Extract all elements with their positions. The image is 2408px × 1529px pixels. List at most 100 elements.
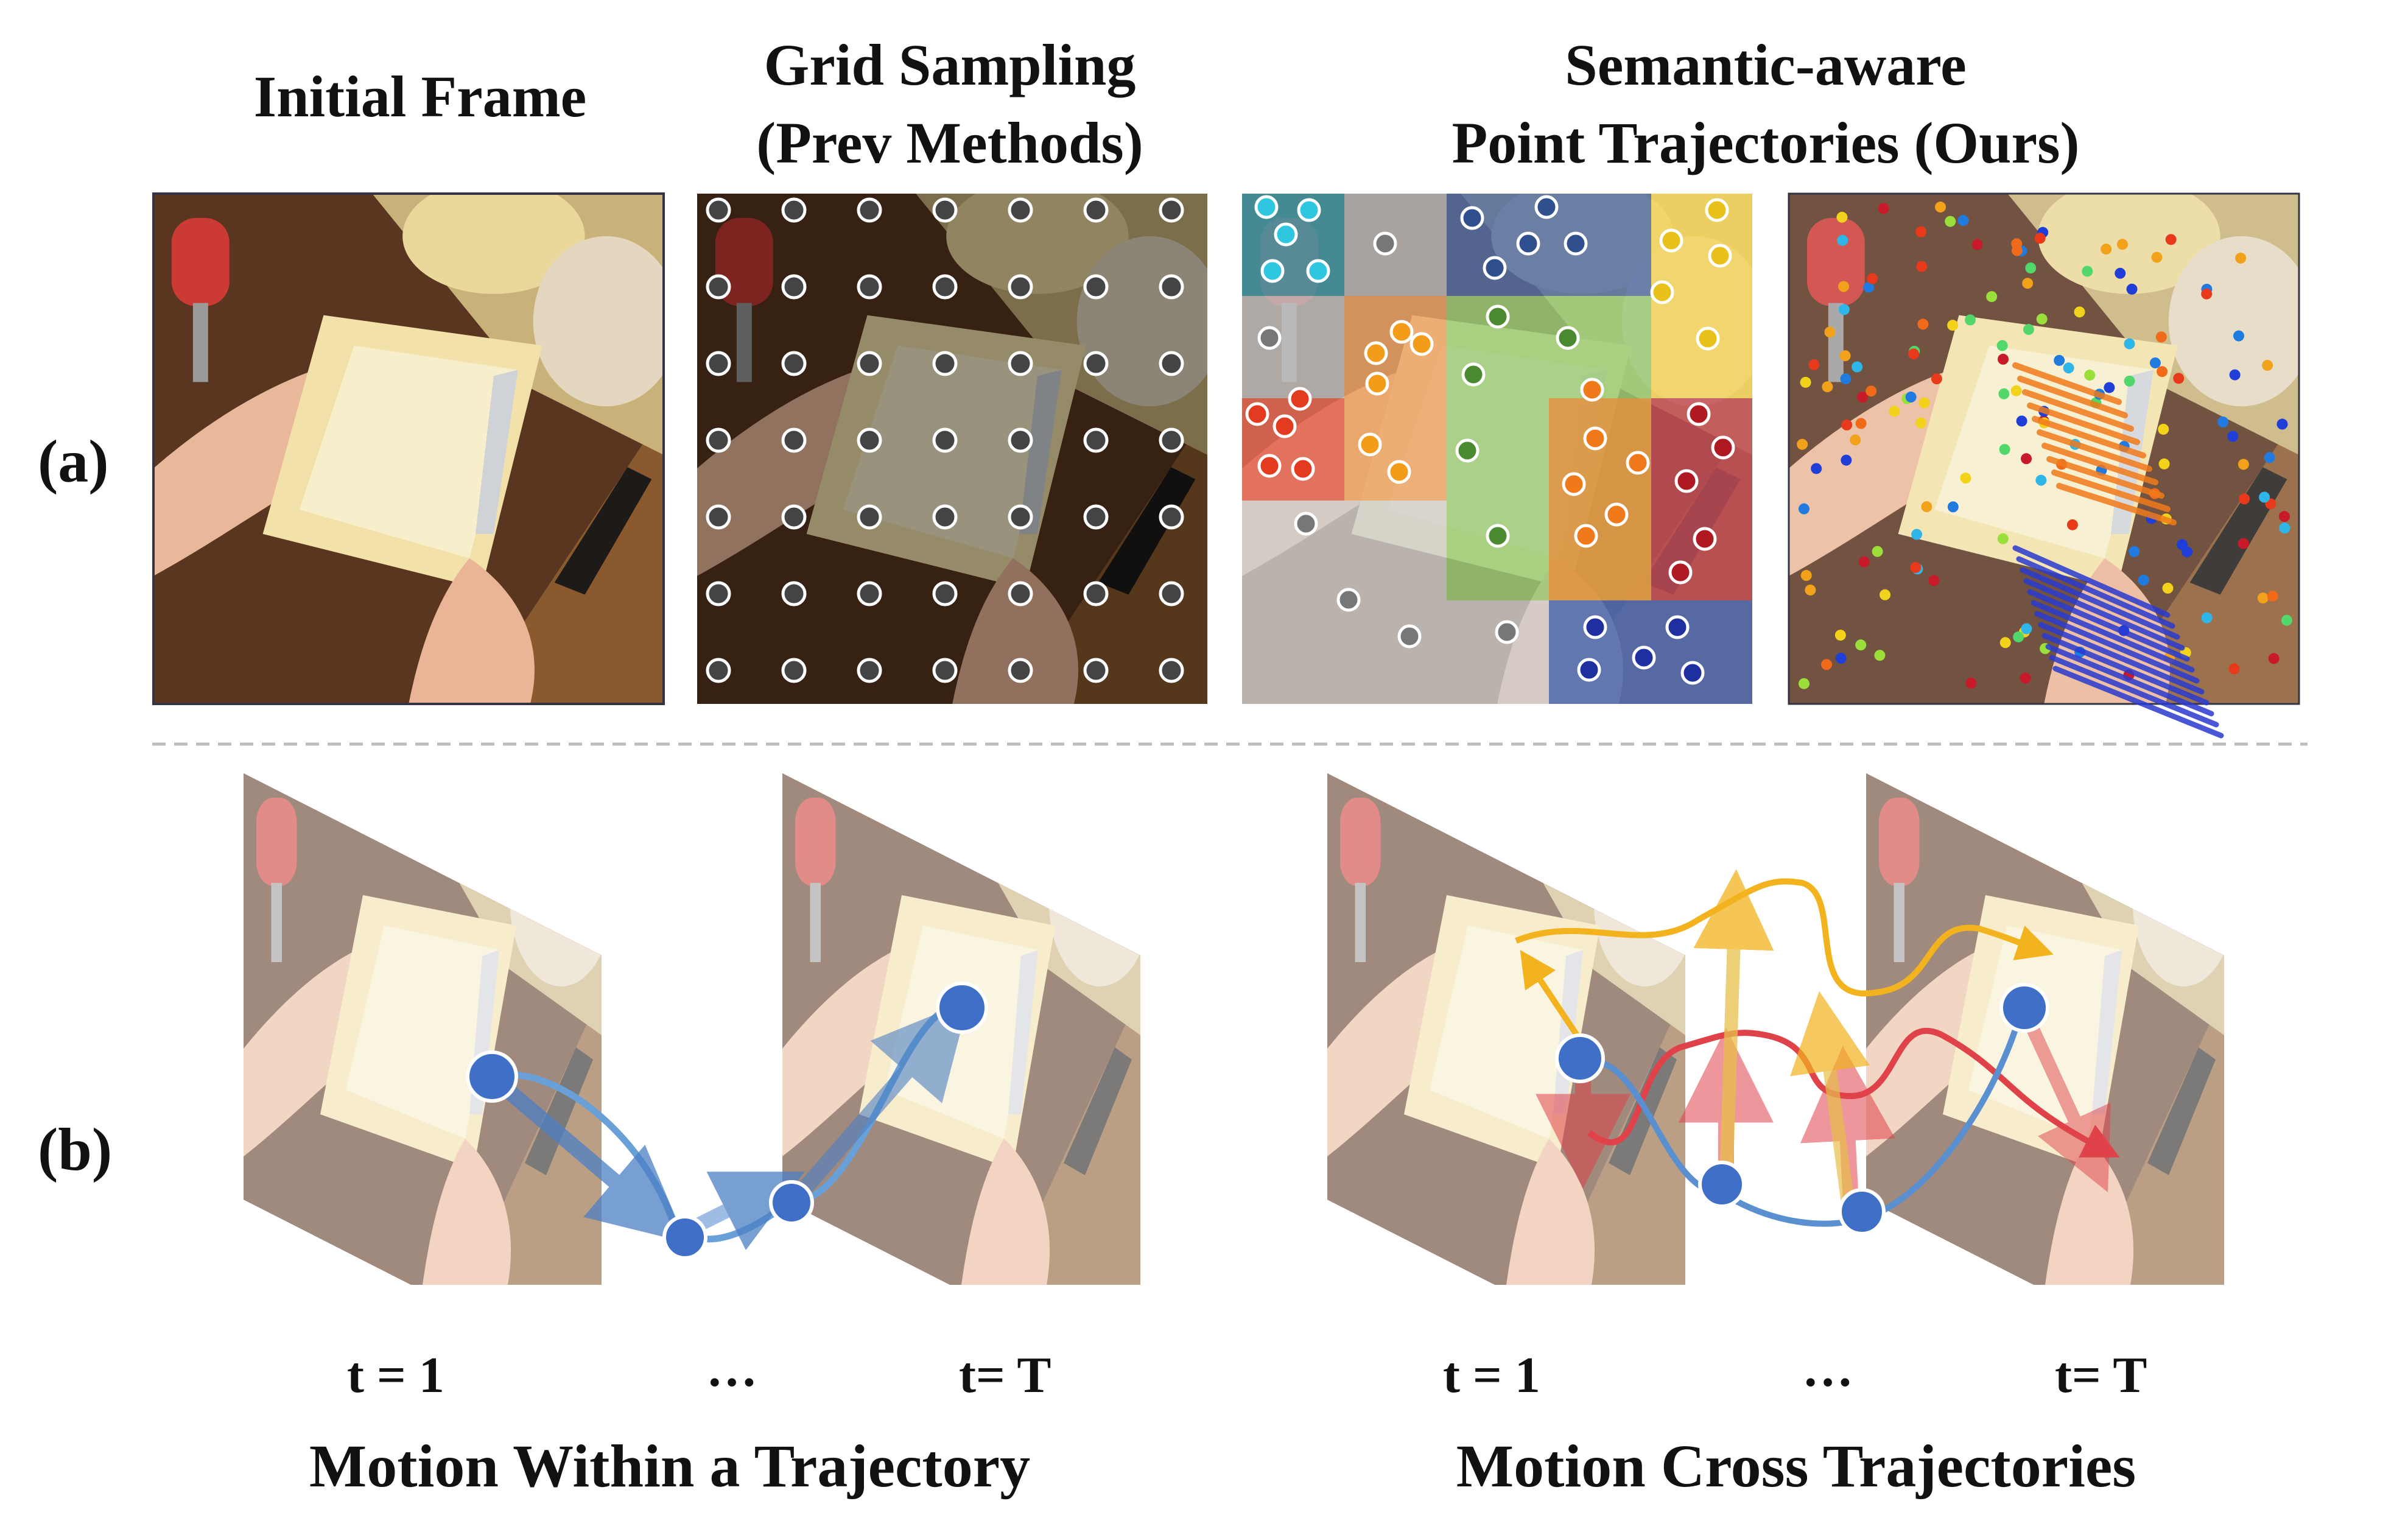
grid-point — [706, 274, 731, 300]
trajectory-point — [2235, 252, 2247, 264]
trajectory-point — [1916, 261, 1928, 272]
trajectory-point — [1863, 281, 1875, 293]
trajectory-point — [1808, 359, 1820, 370]
grid-point — [1083, 504, 1109, 530]
grid-point — [1083, 658, 1109, 683]
trajectory-streak — [2034, 611, 2200, 684]
cluster-point — [1461, 362, 1486, 387]
trajectory-point — [1889, 406, 1900, 417]
trajectory-point — [2138, 574, 2149, 586]
trajectory-point — [2022, 278, 2034, 289]
grid-point — [1159, 274, 1184, 300]
cluster-point — [1604, 502, 1629, 527]
grid-point — [781, 351, 807, 376]
trajectory-point — [2066, 519, 2078, 530]
trajectory-point — [2129, 546, 2140, 557]
trajectory-point — [2228, 663, 2240, 675]
cluster-point — [1365, 371, 1389, 396]
trajectory-point — [2101, 244, 2112, 255]
grid-point — [781, 581, 807, 606]
grid-point — [1159, 658, 1184, 683]
cluster-point — [1708, 244, 1732, 268]
grid-point — [706, 581, 731, 606]
grid-point — [932, 427, 958, 453]
trajectory-point — [1798, 503, 1810, 515]
trajectory-point — [1905, 392, 1917, 403]
trajectory-point — [2158, 423, 2169, 435]
trajectory-point — [2233, 330, 2245, 342]
trajectory-point — [2023, 324, 2034, 336]
grid-point — [1159, 197, 1184, 223]
title-grid-sampling-line1: Grid Sampling — [763, 32, 1136, 97]
cross-trajectory-paths — [1515, 869, 2120, 1236]
grid-point — [1159, 427, 1184, 453]
trajectory-point — [2267, 590, 2278, 602]
title-initial-frame: Initial Frame — [253, 64, 587, 129]
trajectory-point — [1908, 348, 1920, 360]
trajectory-point — [1928, 575, 1940, 586]
trajectory-point — [2177, 539, 2188, 550]
grid-point — [857, 351, 882, 376]
grid-point — [1008, 427, 1033, 453]
trajectory-point — [2173, 373, 2185, 384]
grid-point — [706, 197, 731, 223]
grid-point — [706, 658, 731, 683]
grid-point — [1159, 581, 1184, 606]
trajectory-point — [1918, 397, 1930, 409]
trajectory-streak — [2041, 633, 2210, 706]
cluster-point — [1495, 620, 1519, 644]
trajectory-point — [1850, 434, 1861, 446]
cluster-point — [1665, 615, 1690, 639]
grid-point — [781, 197, 807, 223]
trajectory-point — [2104, 382, 2115, 393]
trajectory-streak — [2041, 443, 2158, 485]
trajectory-point — [1841, 419, 1853, 431]
cluster-point — [1257, 326, 1282, 350]
cluster-point — [1387, 460, 1411, 484]
trajectory-point — [1960, 473, 1971, 484]
cluster-point — [1574, 524, 1598, 548]
cluster-point — [1294, 511, 1318, 536]
trajectory-point — [1945, 216, 1956, 227]
trajectory-point — [2021, 623, 2032, 634]
trajectory-point — [1998, 388, 2010, 399]
trajectory-point — [1821, 659, 1833, 670]
trajectory-point — [2124, 338, 2135, 350]
trajectory-point — [2259, 491, 2270, 503]
trajectory-point — [1855, 418, 1867, 429]
cluster-point — [1460, 206, 1484, 230]
grid-point — [932, 658, 958, 683]
trajectory-point — [2074, 306, 2085, 318]
trajectory-point — [1858, 556, 1870, 568]
trajectory-point — [2278, 511, 2290, 522]
grid-point — [932, 274, 958, 300]
trajectory-point — [2124, 375, 2135, 387]
trajectory-point — [1999, 637, 2011, 649]
cluster-point — [1668, 560, 1693, 585]
trajectory-point — [1999, 444, 2010, 455]
trajectory-point — [2126, 283, 2138, 295]
title-semantic-line2: Point Trajectories (Ours) — [1451, 110, 2080, 175]
trajectory-point — [1855, 639, 1867, 651]
cluster-point — [1483, 256, 1507, 280]
cluster-point — [1397, 624, 1422, 649]
trajectory-point — [1874, 650, 1886, 661]
trajectory-point — [1998, 353, 2009, 365]
trajectory-streak — [2032, 416, 2146, 459]
title-grid-sampling-line2: (Prev Methods) — [756, 110, 1143, 175]
trajectory-streak — [2038, 622, 2205, 695]
trajectory-point — [1805, 584, 1816, 596]
trajectory-point — [1811, 463, 1822, 474]
time-label-left-t1: t = 1 — [347, 1347, 444, 1404]
grid-point — [932, 581, 958, 606]
trajectory-point — [2165, 234, 2177, 245]
semantic-sample-points — [1245, 195, 1735, 685]
grid-point — [781, 504, 807, 530]
time-label-right-t1: t = 1 — [1443, 1347, 1540, 1404]
cluster-point — [1389, 320, 1414, 344]
trajectory-point — [1841, 454, 1852, 466]
node-cross-mid1 — [1698, 1161, 1746, 1208]
grid-point — [706, 504, 731, 530]
trajectory-point — [1838, 304, 1850, 315]
